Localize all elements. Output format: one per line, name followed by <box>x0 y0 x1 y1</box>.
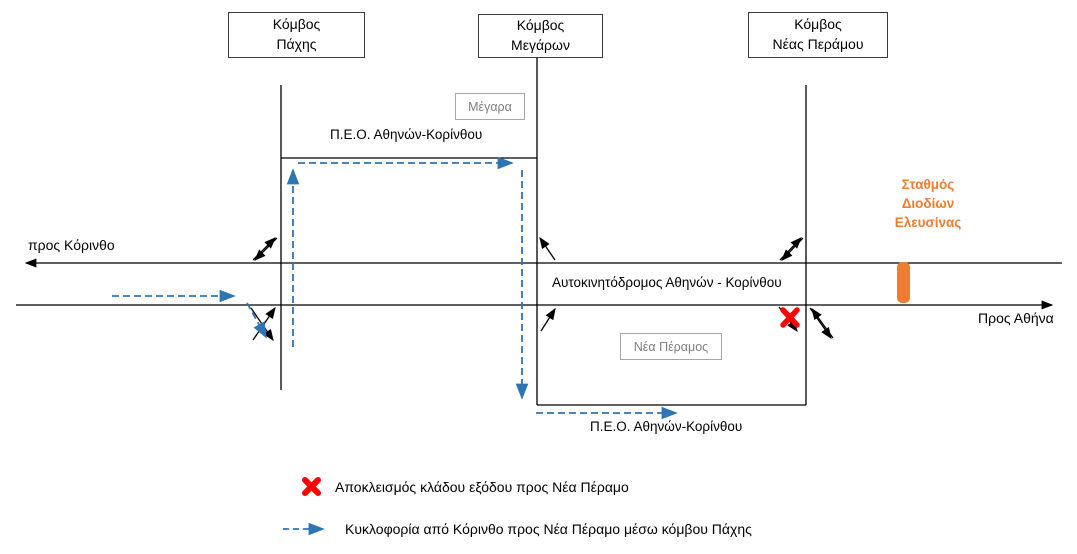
blue-dashed-arrow-icon <box>283 522 325 536</box>
label-to-athens: Προς Αθήνα <box>978 310 1054 326</box>
town-box-nea-peramos: Νέα Πέραμος <box>620 333 722 360</box>
town-box-megara: Μέγαρα <box>455 93 525 120</box>
node-box-megara: Κόμβος Μεγάρων <box>478 14 603 58</box>
label-toll-station: Σταθμός Διοδίων Ελευσίνας <box>894 177 962 230</box>
pachi-ramp-entry-westbound <box>254 237 278 261</box>
legend-closure-label: Αποκλεισμός κλάδου εξόδου προς Νέα Πέραμ… <box>335 478 629 495</box>
label-old-road-upper: Π.Ε.Ο. Αθηνών-Κορίνθου <box>330 127 483 142</box>
megara-ramp-entry-eastbound <box>540 307 556 332</box>
closure-x-icon <box>302 477 321 496</box>
nea-peramos-ramp-entry-westbound <box>781 237 804 261</box>
label-to-corinth: προς Κόρινθο <box>28 237 115 253</box>
detour-route <box>112 156 678 420</box>
route-exit-ramp-pachi <box>246 302 267 339</box>
label-old-road-lower: Π.Ε.Ο. Αθηνών-Κορίνθου <box>590 419 743 434</box>
node-box-pachi: Κόμβος Πάχης <box>228 12 365 58</box>
label-highway: Αυτοκινητόδρομος Αθηνών - Κορίνθου <box>552 275 782 290</box>
node-box-nea-peramos: Κόμβος Νέας Περάμου <box>748 12 888 58</box>
legend-item-detour-route: Κυκλοφορία από Κόρινθο προς Νέα Πέραμο μ… <box>281 521 752 537</box>
closure-x-marker <box>780 307 800 328</box>
pachi-ramp-exit-eastbound <box>250 307 274 342</box>
legend-item-closure: Αποκλεισμός κλάδου εξόδου προς Νέα Πέραμ… <box>300 475 629 498</box>
pachi-ramp-exit-westbound <box>252 237 276 261</box>
legend-detour-label: Κυκλοφορία από Κόρινθο προς Νέα Πέραμο μ… <box>345 521 752 537</box>
nea-peramos-ramp-entry-eastbound <box>811 307 834 339</box>
megara-ramp-exit-westbound <box>539 236 556 261</box>
toll-booth-marker <box>897 262 910 303</box>
nea-peramos-ramp-exit-westbound <box>779 237 802 261</box>
nea-peramos-ramp-exit-eastbound-far <box>809 307 832 340</box>
